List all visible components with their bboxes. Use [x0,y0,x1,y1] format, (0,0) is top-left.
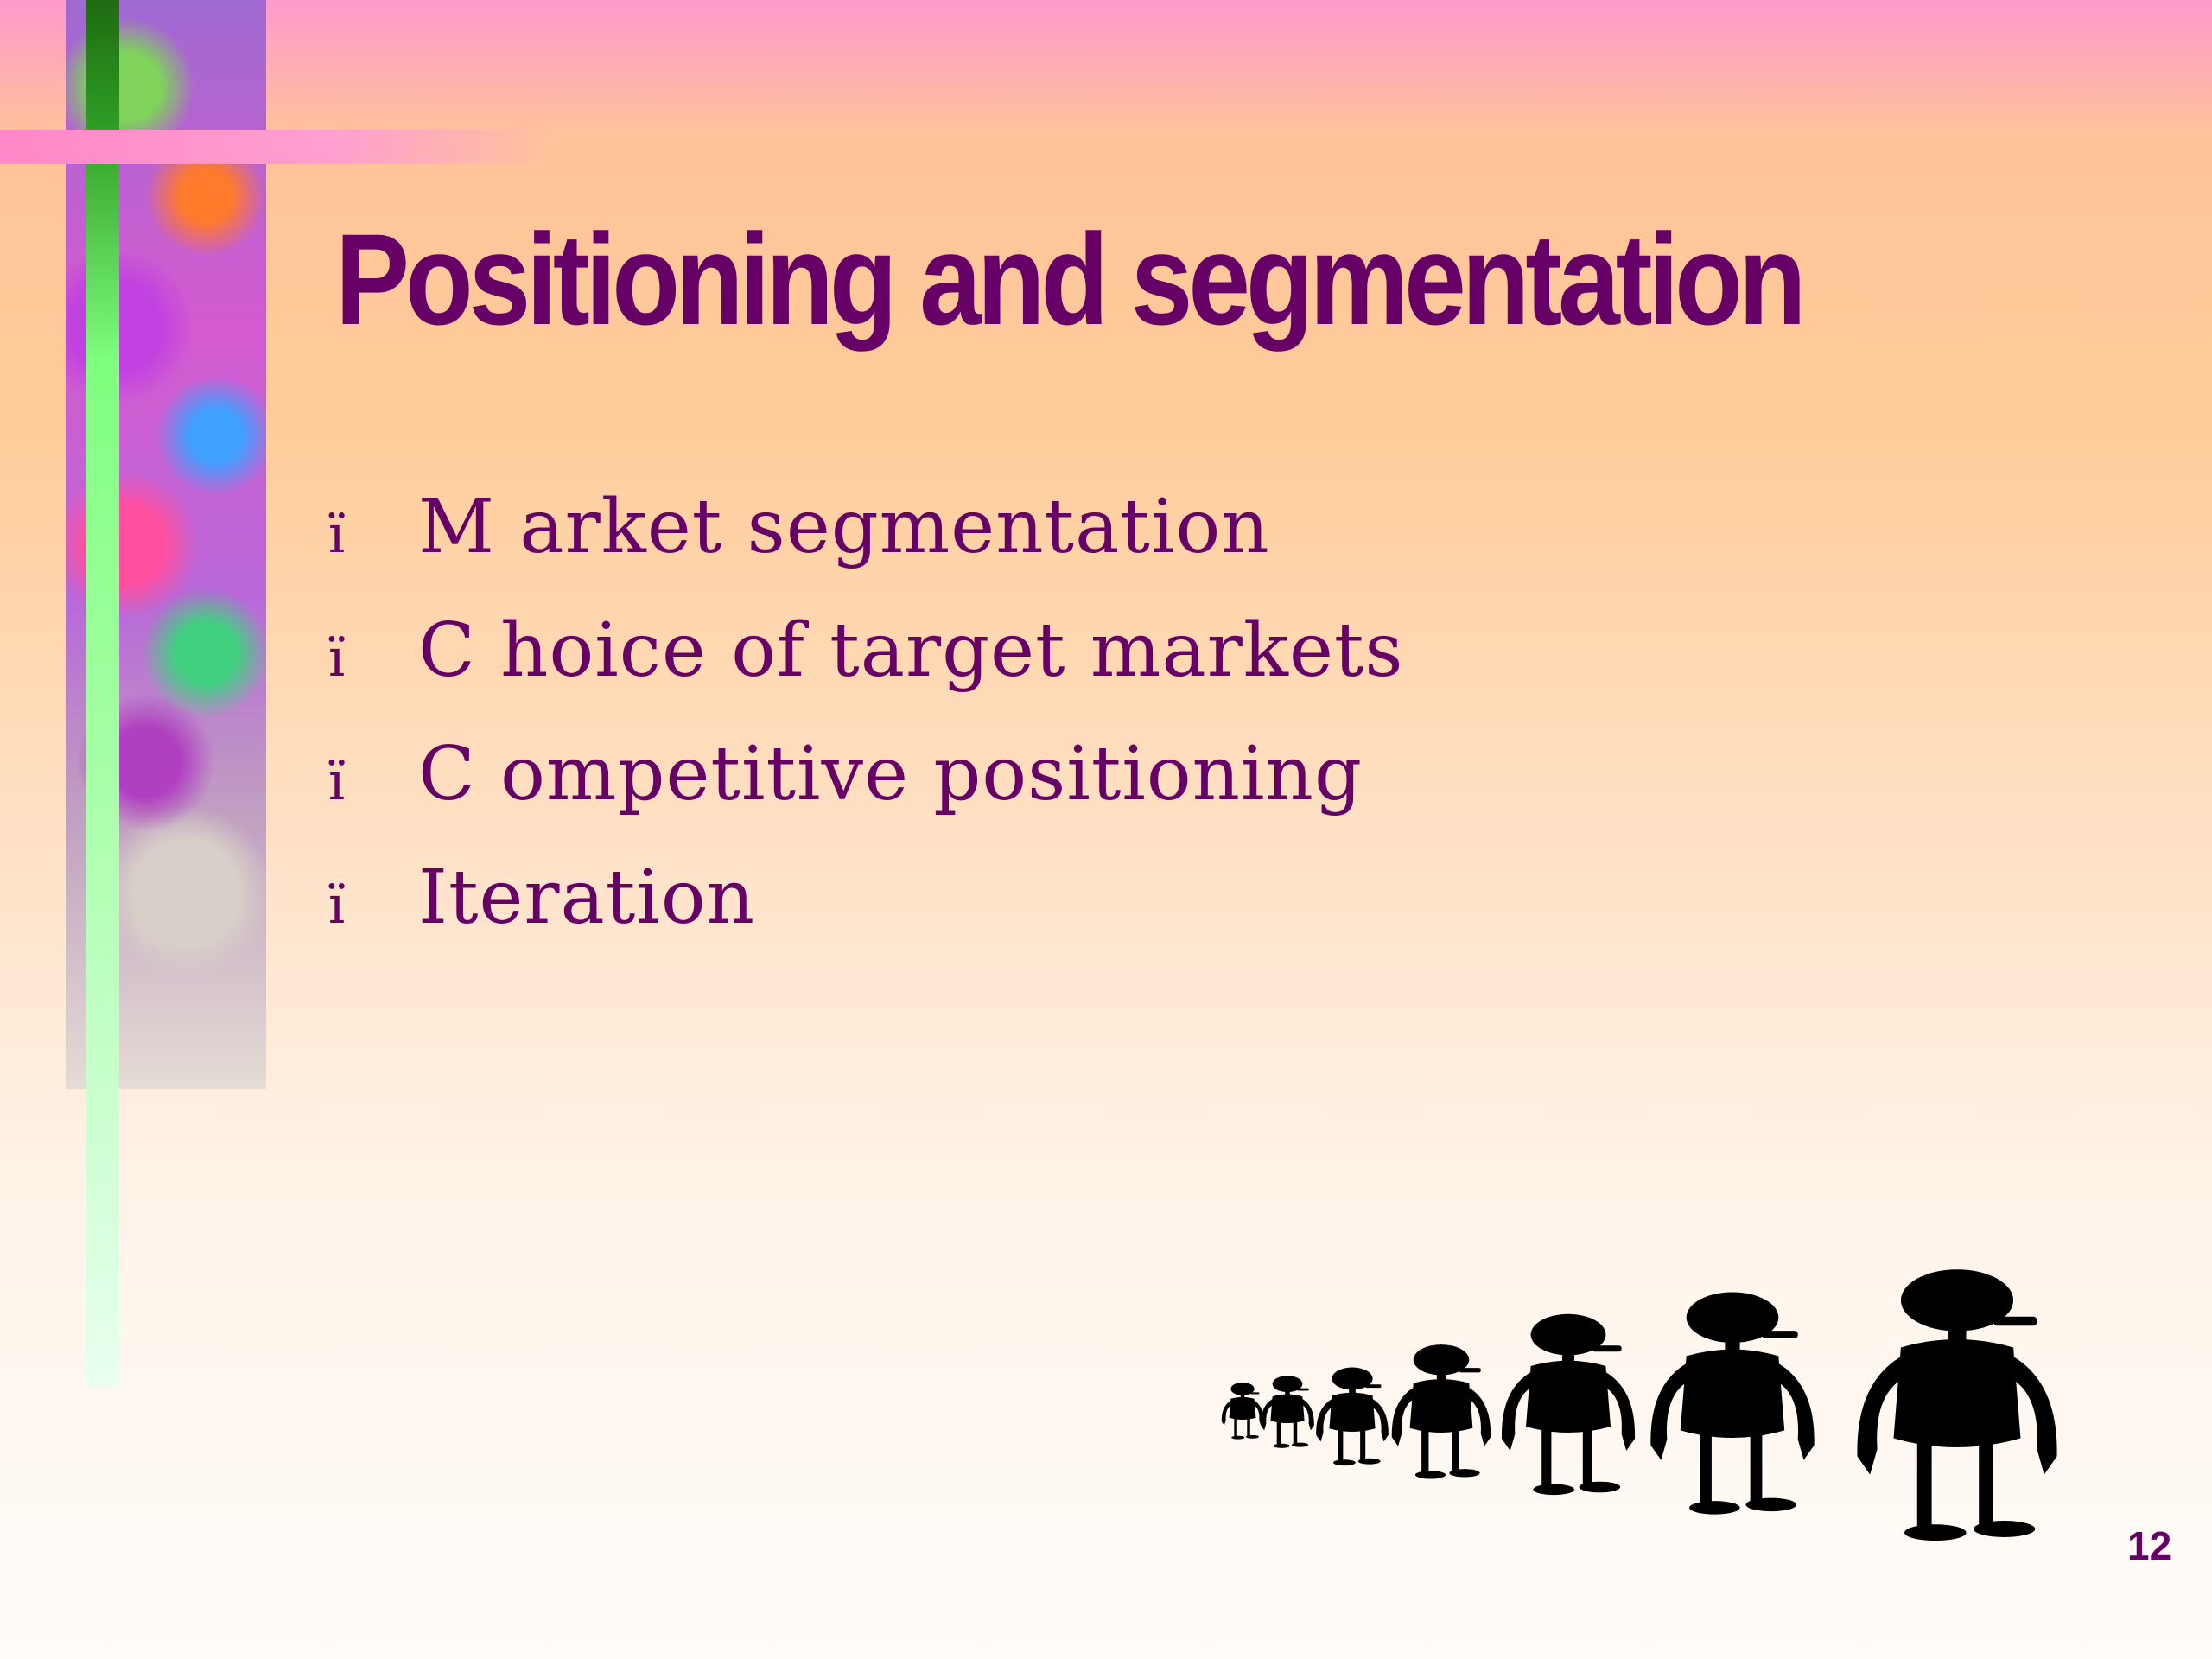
bullet-marker: ï [328,875,346,936]
bullet-item: ï Iteration [328,855,1404,978]
cartoon-figure [1221,1382,1264,1440]
cartoon-figure [1391,1344,1491,1479]
cartoon-figure [1857,1269,2057,1541]
growing-figures-illustration [1221,1269,2057,1541]
bullet-item: ï C hoice of target markets [328,607,1404,731]
cartoon-figure [1316,1367,1389,1466]
decorative-pink-bar [0,130,553,164]
bullet-marker: ï [328,752,346,812]
cartoon-figure [1501,1313,1636,1496]
bullet-list: ï M arket segmentation ï C hoice of targ… [328,484,1404,978]
cartoon-figure [1650,1292,1815,1515]
bullet-item: ï C ompetitive positioning [328,731,1404,855]
cartoon-figure [1261,1376,1314,1448]
bullet-text: C hoice of target markets [418,607,1404,694]
decorative-green-bar [86,0,119,1391]
bullet-marker: ï [328,505,346,565]
bullet-text: C ompetitive positioning [418,731,1363,817]
bullet-item: ï M arket segmentation [328,484,1404,607]
bullet-text: Iteration [418,855,756,941]
slide-title: Positioning and segmentation [335,207,1807,352]
page-number: 12 [2127,1523,2172,1568]
bullet-marker: ï [328,628,346,689]
bullet-text: M arket segmentation [418,484,1270,570]
